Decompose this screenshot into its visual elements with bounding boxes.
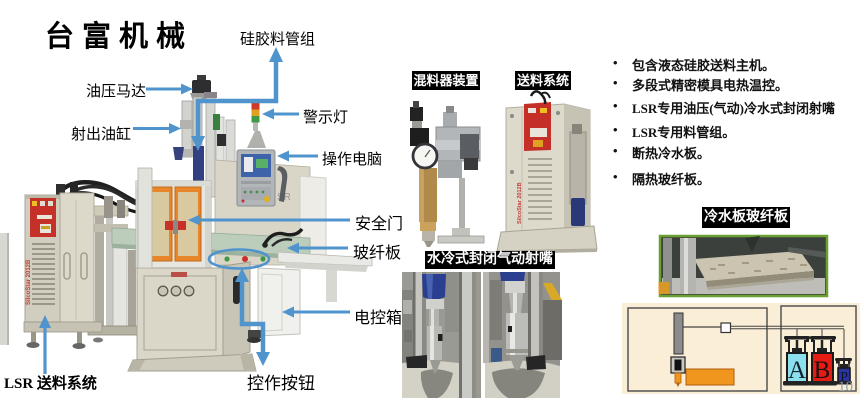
svg-text:SilcoStar 2012B: SilcoStar 2012B	[26, 259, 32, 305]
svg-text:P: P	[840, 370, 848, 385]
svg-text:SilcoStar 2012B: SilcoStar 2012B	[517, 182, 523, 224]
svg-text:A: A	[788, 357, 806, 384]
svg-text:B: B	[814, 357, 831, 384]
